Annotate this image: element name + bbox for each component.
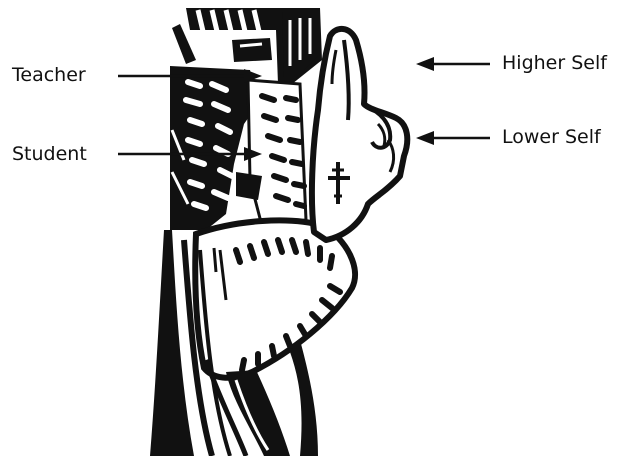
sleeve-cuff-illustration bbox=[195, 220, 355, 377]
blessing-hand-illustration bbox=[312, 29, 407, 240]
robe-illustration bbox=[170, 66, 306, 230]
teacher-label: Teacher bbox=[12, 66, 86, 85]
student-label: Student bbox=[12, 145, 87, 164]
arrow-higher-self bbox=[416, 57, 490, 71]
lower-self-label: Lower Self bbox=[502, 128, 601, 147]
arrow-lower-self bbox=[416, 131, 490, 145]
higher-self-label: Higher Self bbox=[502, 54, 607, 73]
